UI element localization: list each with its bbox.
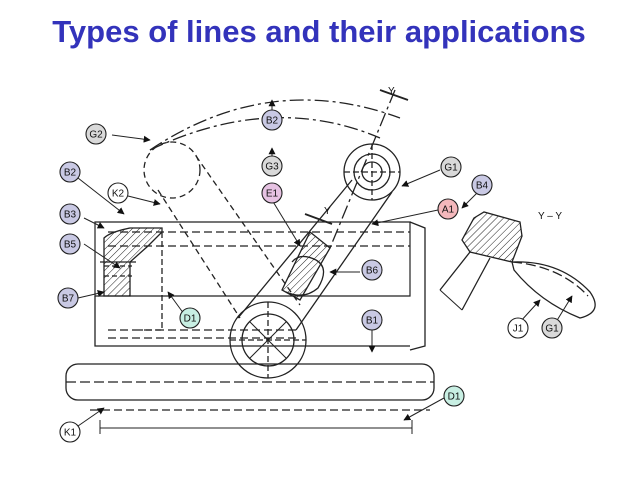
callout-g2: G2 bbox=[85, 123, 107, 145]
callout-badge bbox=[261, 109, 283, 131]
callout-label: G1 bbox=[444, 163, 458, 174]
callout-badge bbox=[59, 421, 81, 443]
callout-label: K1 bbox=[64, 428, 77, 439]
left-boss-section bbox=[100, 227, 163, 331]
callout-badge bbox=[507, 317, 529, 339]
callout-badge bbox=[437, 198, 459, 220]
callout-badge bbox=[59, 203, 81, 225]
callout-b7: B7 bbox=[57, 287, 79, 309]
callout-badge bbox=[471, 174, 493, 196]
callout-a1: A1 bbox=[437, 198, 459, 220]
callout-badge bbox=[85, 123, 107, 145]
callout-label: B1 bbox=[366, 316, 379, 327]
callout-g3: G3 bbox=[261, 155, 283, 177]
callout-b4: B4 bbox=[471, 174, 493, 196]
callout-g1: G1 bbox=[440, 156, 462, 178]
callout-label: J1 bbox=[513, 324, 524, 335]
callout-b3: B3 bbox=[59, 203, 81, 225]
callout-k2: K2 bbox=[107, 182, 129, 204]
callout-badge bbox=[541, 317, 563, 339]
callout-b2: B2 bbox=[59, 161, 81, 183]
callout-e1: E1 bbox=[261, 182, 283, 204]
callout-badge bbox=[59, 161, 81, 183]
section-label: Y – Y bbox=[538, 211, 562, 222]
callout-badge bbox=[261, 155, 283, 177]
callout-b1: B1 bbox=[361, 309, 383, 331]
callout-badge bbox=[107, 182, 129, 204]
callout-badge bbox=[57, 287, 79, 309]
callout-label: B2 bbox=[64, 168, 77, 179]
callout-label: B3 bbox=[64, 210, 77, 221]
callout-label: D1 bbox=[448, 392, 461, 403]
callout-label: K2 bbox=[112, 189, 125, 200]
callout-label: B2 bbox=[266, 116, 279, 127]
callout-badge bbox=[59, 233, 81, 255]
callout-badge bbox=[361, 259, 383, 281]
callout-b5: B5 bbox=[59, 233, 81, 255]
callout-g1: G1 bbox=[541, 317, 563, 339]
callout-label: A1 bbox=[442, 205, 455, 216]
callout-label: B7 bbox=[62, 294, 75, 305]
callout-badge bbox=[443, 385, 465, 407]
callout-k1: K1 bbox=[59, 421, 81, 443]
callout-badge bbox=[261, 182, 283, 204]
callout-label: E1 bbox=[266, 189, 279, 200]
callout-j1: J1 bbox=[507, 317, 529, 339]
y-mid-label: Y bbox=[324, 206, 331, 217]
callout-label: G3 bbox=[265, 162, 279, 173]
callout-b2: B2 bbox=[261, 109, 283, 131]
y-top-label: Y bbox=[388, 86, 395, 97]
callout-label: B4 bbox=[476, 181, 489, 192]
callout-badge bbox=[179, 307, 201, 329]
cutting-plane bbox=[304, 89, 409, 225]
callout-label: B5 bbox=[64, 240, 77, 251]
arm bbox=[237, 179, 393, 331]
callout-badge bbox=[361, 309, 383, 331]
callout-label: B6 bbox=[366, 266, 379, 277]
callout-label: G1 bbox=[545, 324, 559, 335]
callout-label: D1 bbox=[184, 314, 197, 325]
phantom-circle bbox=[143, 141, 301, 319]
section-view bbox=[439, 211, 596, 319]
callout-label: G2 bbox=[89, 130, 103, 141]
upper-boss bbox=[329, 89, 401, 249]
callout-b6: B6 bbox=[361, 259, 383, 281]
base-bar bbox=[65, 363, 435, 434]
pivot-circle bbox=[229, 301, 307, 379]
page-title: Types of lines and their applications bbox=[52, 14, 586, 49]
callout-d1: D1 bbox=[443, 385, 465, 407]
callout-badge bbox=[440, 156, 462, 178]
callout-d1: D1 bbox=[179, 307, 201, 329]
